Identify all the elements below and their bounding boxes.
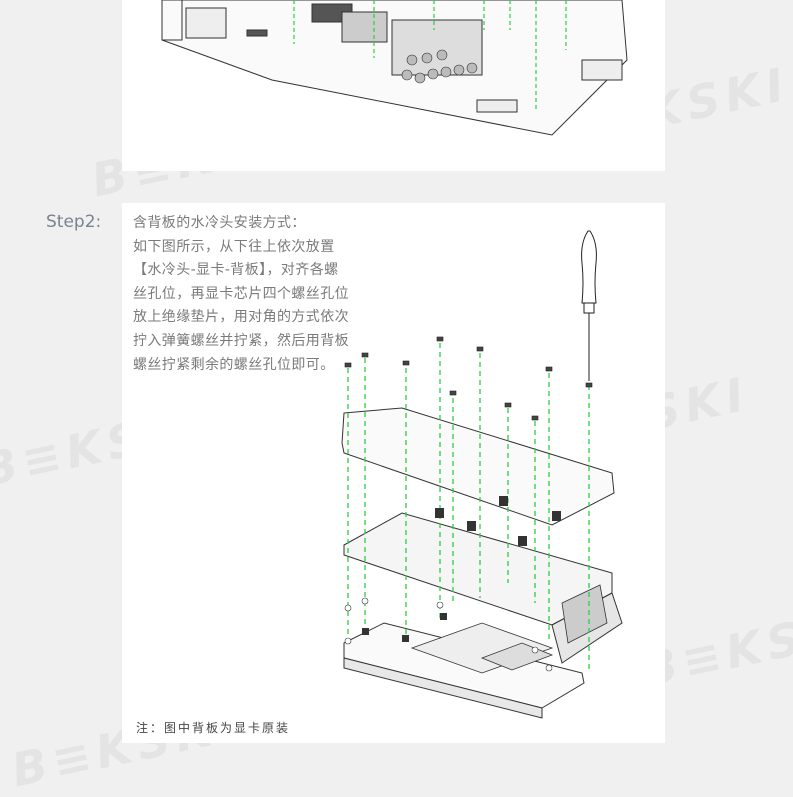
instruction-line: 拧入弹簧螺丝并拧紧，然后用背板 [133, 332, 349, 349]
instruction-line: 含背板的水冷头安装方式： [133, 215, 306, 231]
backplate [341, 407, 615, 526]
instruction-line: 螺丝拧紧剩余的螺丝孔位即可。 [133, 356, 335, 373]
step-label: Step2: [46, 212, 102, 232]
instruction-panel [122, 203, 665, 743]
instruction-line: 放上绝缘垫片，用对角的方式依次 [133, 309, 349, 326]
footnote: 注：图中背板为显卡原装 [136, 721, 291, 735]
graphics-card [343, 512, 623, 664]
instruction-line: 如下图所示，从下往上依次放置 [133, 238, 335, 255]
instruction-text: 含背板的水冷头安装方式： 如下图所示，从下往上依次放置 【水冷头-显卡-背板】，… [133, 212, 383, 377]
gpu-board-illustration [161, 0, 628, 136]
exploded-assembly-diagram [341, 230, 623, 719]
instruction-line: 【水冷头-显卡-背板】，对齐各螺 [133, 262, 339, 279]
screwdriver-icon [581, 230, 597, 381]
instruction-line: 丝孔位，再显卡芯片四个螺丝孔位 [133, 285, 349, 302]
water-block [343, 622, 585, 719]
previous-step-panel [122, 0, 665, 171]
